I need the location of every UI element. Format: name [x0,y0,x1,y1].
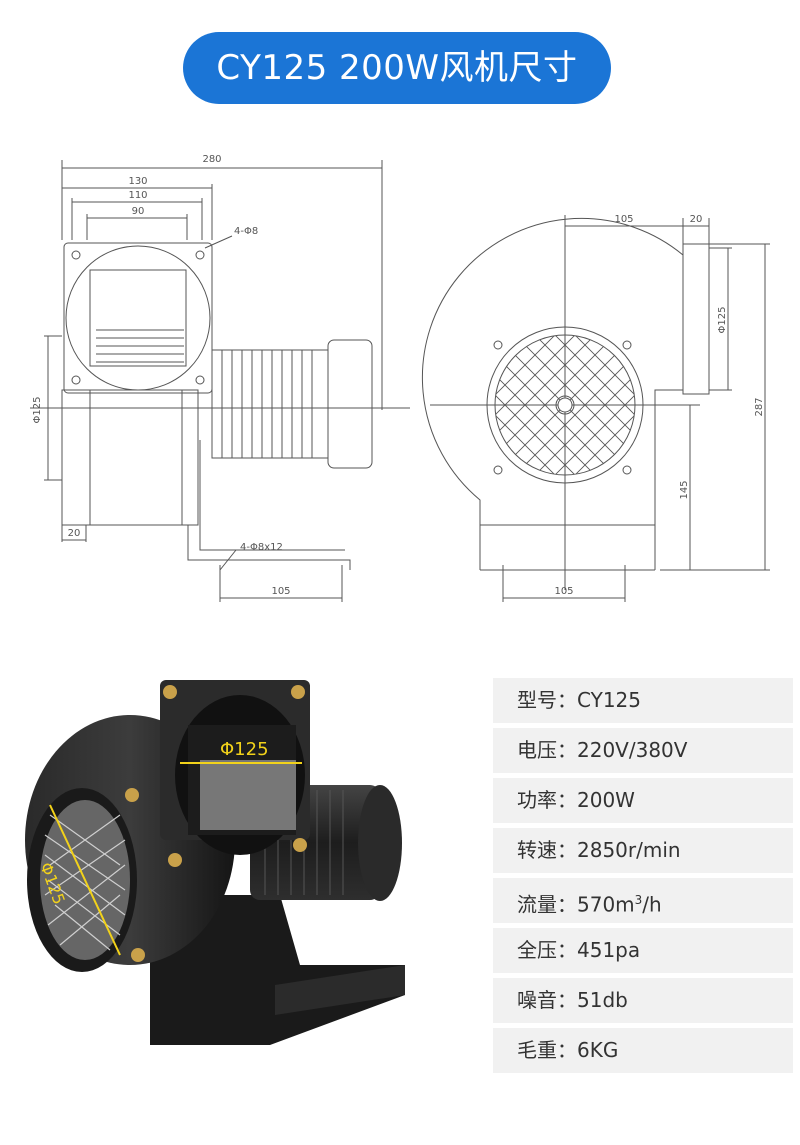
spec-row-speed: 转速：2850r/min [493,828,793,873]
dim-flange-holes: 4-Φ8 [234,226,258,237]
spec-value: 200W [577,788,635,812]
photo-outlet-label: Φ125 [220,739,269,760]
spec-label: 电压 [517,738,557,762]
spec-value: 2850r/min [577,838,681,862]
dim-inlet-dia: Φ125 [32,397,43,424]
spec-row-pressure: 全压：451pa [493,928,793,973]
dim-130: 130 [128,176,147,187]
dim-offset-20: 20 [68,528,81,539]
spec-row-voltage: 电压：220V/380V [493,728,793,773]
spec-row-noise: 噪音：51db [493,978,793,1023]
dim-90: 90 [132,206,145,217]
dim-base-holes: 4-Φ8x12 [240,542,283,553]
spec-separator: ： [557,938,577,962]
spec-value: 51db [577,988,628,1012]
spec-value: 6KG [577,1038,619,1062]
dimension-drawing: 280 130 110 90 4-Φ8 Φ125 20 4-Φ8x12 105 … [30,154,770,602]
spec-label: 功率 [517,788,557,812]
spec-label: 全压 [517,938,557,962]
spec-row-model: 型号：CY125 [493,678,793,723]
spec-table: 型号：CY125 电压：220V/380V 功率：200W 转速：2850r/m… [493,678,793,1078]
spec-row-flow: 流量：570m3/h [493,878,793,923]
dim-base-105: 105 [271,586,290,597]
dim-110: 110 [128,190,147,201]
spec-label: 转速 [517,838,557,862]
spec-separator: ： [557,838,577,862]
spec-separator: ： [557,738,577,762]
spec-label: 毛重 [517,1038,557,1062]
product-photo: Φ125 Φ125 [25,680,405,1045]
dim-outlet-dia: Φ125 [717,307,728,334]
dim-axis-height: 145 [679,480,690,499]
dim-side-base-105: 105 [554,586,573,597]
spec-label: 流量 [517,892,557,917]
dim-overall-width: 280 [202,154,221,165]
spec-unit-tail: /h [642,892,662,917]
spec-value: CY125 [577,688,642,712]
spec-label: 噪音 [517,988,557,1012]
spec-value: 220V/380V [577,738,688,762]
spec-value: 570m [577,892,635,917]
spec-separator: ： [557,788,577,812]
dim-side-105: 105 [614,214,633,225]
spec-superscript: 3 [634,893,643,907]
spec-row-weight: 毛重：6KG [493,1028,793,1073]
dim-side-20: 20 [690,214,703,225]
page-title: CY125 200W风机尺寸 [183,32,611,104]
spec-separator: ： [557,892,577,917]
spec-label: 型号 [517,688,557,712]
spec-separator: ： [557,688,577,712]
dim-total-height: 287 [754,397,765,416]
spec-row-power: 功率：200W [493,778,793,823]
spec-separator: ： [557,1038,577,1062]
spec-value: 451pa [577,938,641,962]
spec-separator: ： [557,988,577,1012]
